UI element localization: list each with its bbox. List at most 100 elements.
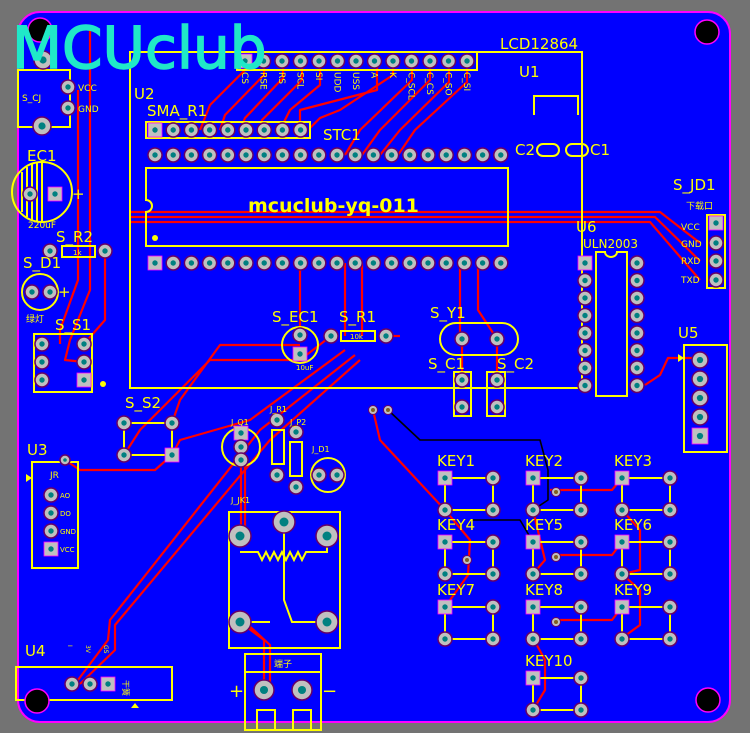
pad (116, 415, 132, 431)
pad (422, 53, 438, 69)
pad (365, 255, 382, 271)
pad (454, 399, 470, 415)
pad (253, 679, 275, 701)
label-s-y1: S_Y1 (430, 304, 466, 323)
lcd-pin-label: RSE (258, 72, 268, 90)
pad (577, 325, 593, 341)
pad (378, 328, 394, 344)
label-u4: U4 (25, 642, 46, 660)
pad (437, 631, 453, 647)
pad (347, 255, 363, 271)
terminal-plus: + (229, 681, 244, 702)
pad (238, 255, 254, 271)
keypad-outlines (444, 477, 671, 711)
u4-outline (15, 666, 173, 701)
pad (76, 336, 92, 352)
s-r1-value: 10k (350, 333, 364, 341)
key-label: KEY5 (525, 516, 563, 534)
pad (662, 566, 678, 582)
via (551, 552, 561, 562)
pad (402, 255, 418, 271)
pad (525, 534, 541, 550)
key-switch-outline[interactable] (621, 606, 671, 640)
s-cj-pin-gnd: GND (78, 105, 99, 115)
mounting-hole-icon (694, 19, 720, 45)
pad (691, 408, 709, 426)
s-ec1-outline (281, 326, 319, 364)
key-switch-outline[interactable] (444, 606, 494, 640)
u3-pin-vcc: VCC (60, 546, 75, 554)
pad (525, 502, 541, 518)
pad (43, 523, 59, 539)
key-switch-outline[interactable] (532, 677, 582, 711)
pad (577, 307, 593, 324)
pad (437, 566, 453, 582)
pad (43, 541, 59, 557)
pad (629, 325, 645, 341)
u4-pin-2: 3V (84, 645, 91, 654)
pad (577, 360, 593, 376)
key-switch-outline[interactable] (621, 477, 671, 511)
lcd-pin-label: CS (239, 72, 249, 84)
label-s-c1: S_C1 (428, 355, 465, 374)
pad (454, 331, 470, 347)
pad (440, 53, 457, 69)
pad (292, 255, 309, 271)
s-r2-body (61, 245, 96, 258)
chip-text: mcuclub-yq-011 (248, 195, 419, 217)
pad (385, 53, 401, 69)
key-switch-outline[interactable] (532, 606, 582, 640)
pad (347, 147, 363, 163)
pad (256, 122, 272, 138)
pad (292, 53, 309, 69)
ec1-plus: + (72, 185, 85, 203)
pad (147, 147, 163, 163)
key-switch-outline[interactable] (532, 541, 582, 575)
label-s-c2: S_C2 (497, 355, 534, 374)
lcd-pin-label: RS (276, 72, 286, 84)
pad (33, 50, 53, 70)
label-j-jk1: J_JK1 (230, 496, 250, 505)
key-switch-outline[interactable] (621, 541, 671, 575)
label-c1: C1 (590, 141, 610, 159)
pad (220, 147, 236, 163)
pad (691, 351, 709, 369)
pad (164, 447, 180, 463)
label-s-cj: S_CJ (22, 94, 41, 104)
label-j-q1: J_Q1 (230, 418, 249, 427)
label-s-ec1: S_EC1 (272, 308, 319, 327)
key-label: KEY4 (437, 516, 475, 534)
pad (454, 372, 470, 388)
pad (269, 412, 285, 428)
pad (42, 243, 58, 259)
key-label: KEY3 (614, 452, 652, 470)
pad (573, 702, 589, 718)
label-s-d1: S_D1 (23, 254, 61, 273)
pad (614, 470, 630, 486)
pad (201, 147, 218, 163)
pad (64, 676, 80, 692)
terminal-outline (244, 653, 322, 731)
pad (59, 454, 71, 466)
pad (485, 470, 501, 486)
key-switch-outline[interactable] (532, 477, 582, 511)
mounting-hole-icon (24, 688, 50, 714)
pad (629, 377, 645, 394)
key-label: KEY10 (525, 652, 573, 670)
pad (489, 372, 505, 388)
s-jd1-note: 下载口 (686, 200, 713, 212)
pad (437, 502, 453, 518)
key-label: KEY9 (614, 581, 652, 599)
key-switch-outline[interactable] (444, 477, 494, 511)
lcd-pin-label: SI (313, 72, 323, 80)
mounting-holes (24, 17, 721, 714)
pad (485, 599, 501, 615)
u4-note: 干簧 (121, 680, 131, 696)
pin1-arrow-icon (131, 703, 139, 708)
key-switch-outline[interactable] (444, 541, 494, 575)
pad (348, 53, 364, 69)
label-ec1: EC1 (27, 147, 57, 165)
pad (183, 147, 200, 163)
pad (485, 631, 501, 647)
